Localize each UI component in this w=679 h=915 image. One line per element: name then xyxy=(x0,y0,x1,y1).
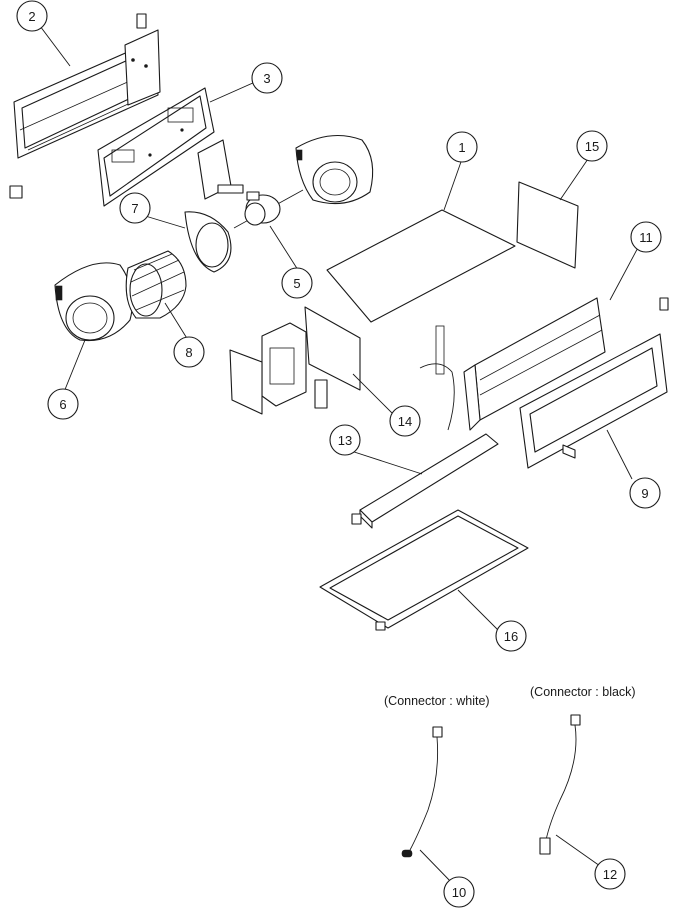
leader-lines xyxy=(39,25,642,885)
part-rear-panel xyxy=(9,13,161,199)
callout-1: 1 xyxy=(446,131,478,163)
part-filter-frame xyxy=(319,509,529,631)
svg-text:1: 1 xyxy=(458,140,465,155)
part-front-frame xyxy=(519,297,669,469)
callout-8: 8 xyxy=(173,336,205,368)
part-blower-wheel xyxy=(125,250,187,319)
part-sensor-white-connector xyxy=(401,726,443,858)
svg-text:5: 5 xyxy=(293,276,300,291)
svg-text:3: 3 xyxy=(263,71,270,86)
part-scroll-housing-left xyxy=(54,262,133,342)
svg-text:16: 16 xyxy=(504,629,518,644)
callout-13: 13 xyxy=(329,424,361,456)
callout-15: 15 xyxy=(576,130,608,162)
callout-6: 6 xyxy=(47,388,79,420)
svg-text:7: 7 xyxy=(131,201,138,216)
connector-black-label: (Connector : black) xyxy=(530,685,636,699)
callout-2: 2 xyxy=(16,0,48,32)
svg-text:10: 10 xyxy=(452,885,466,900)
part-fan-deck-plate xyxy=(97,87,215,207)
svg-text:13: 13 xyxy=(338,433,352,448)
svg-text:6: 6 xyxy=(59,397,66,412)
callout-3: 3 xyxy=(251,62,283,94)
callout-11: 11 xyxy=(630,221,662,253)
svg-text:12: 12 xyxy=(603,867,617,882)
part-sensor-black-connector xyxy=(539,714,581,855)
part-motor-bracket xyxy=(197,139,244,200)
part-top-cover xyxy=(326,209,516,323)
part-side-plate xyxy=(516,181,579,269)
svg-text:15: 15 xyxy=(585,139,599,154)
callout-10: 10 xyxy=(443,876,475,908)
callout-9: 9 xyxy=(629,477,661,509)
part-fan-motor xyxy=(233,189,304,229)
svg-text:11: 11 xyxy=(639,230,653,245)
callout-14: 14 xyxy=(389,405,421,437)
connector-white-label: (Connector : white) xyxy=(384,694,490,708)
callout-5: 5 xyxy=(281,267,313,299)
part-control-box xyxy=(229,306,361,415)
part-coil xyxy=(419,297,606,431)
part-drain-pan xyxy=(351,433,499,529)
part-inlet-ring xyxy=(184,211,232,273)
svg-text:9: 9 xyxy=(641,486,648,501)
svg-text:14: 14 xyxy=(398,414,412,429)
svg-text:8: 8 xyxy=(185,345,192,360)
callout-12: 12 xyxy=(594,858,626,890)
callout-7: 7 xyxy=(119,192,151,224)
part-scroll-housing-right xyxy=(295,135,374,205)
callout-16: 16 xyxy=(495,620,527,652)
svg-text:2: 2 xyxy=(28,9,35,24)
